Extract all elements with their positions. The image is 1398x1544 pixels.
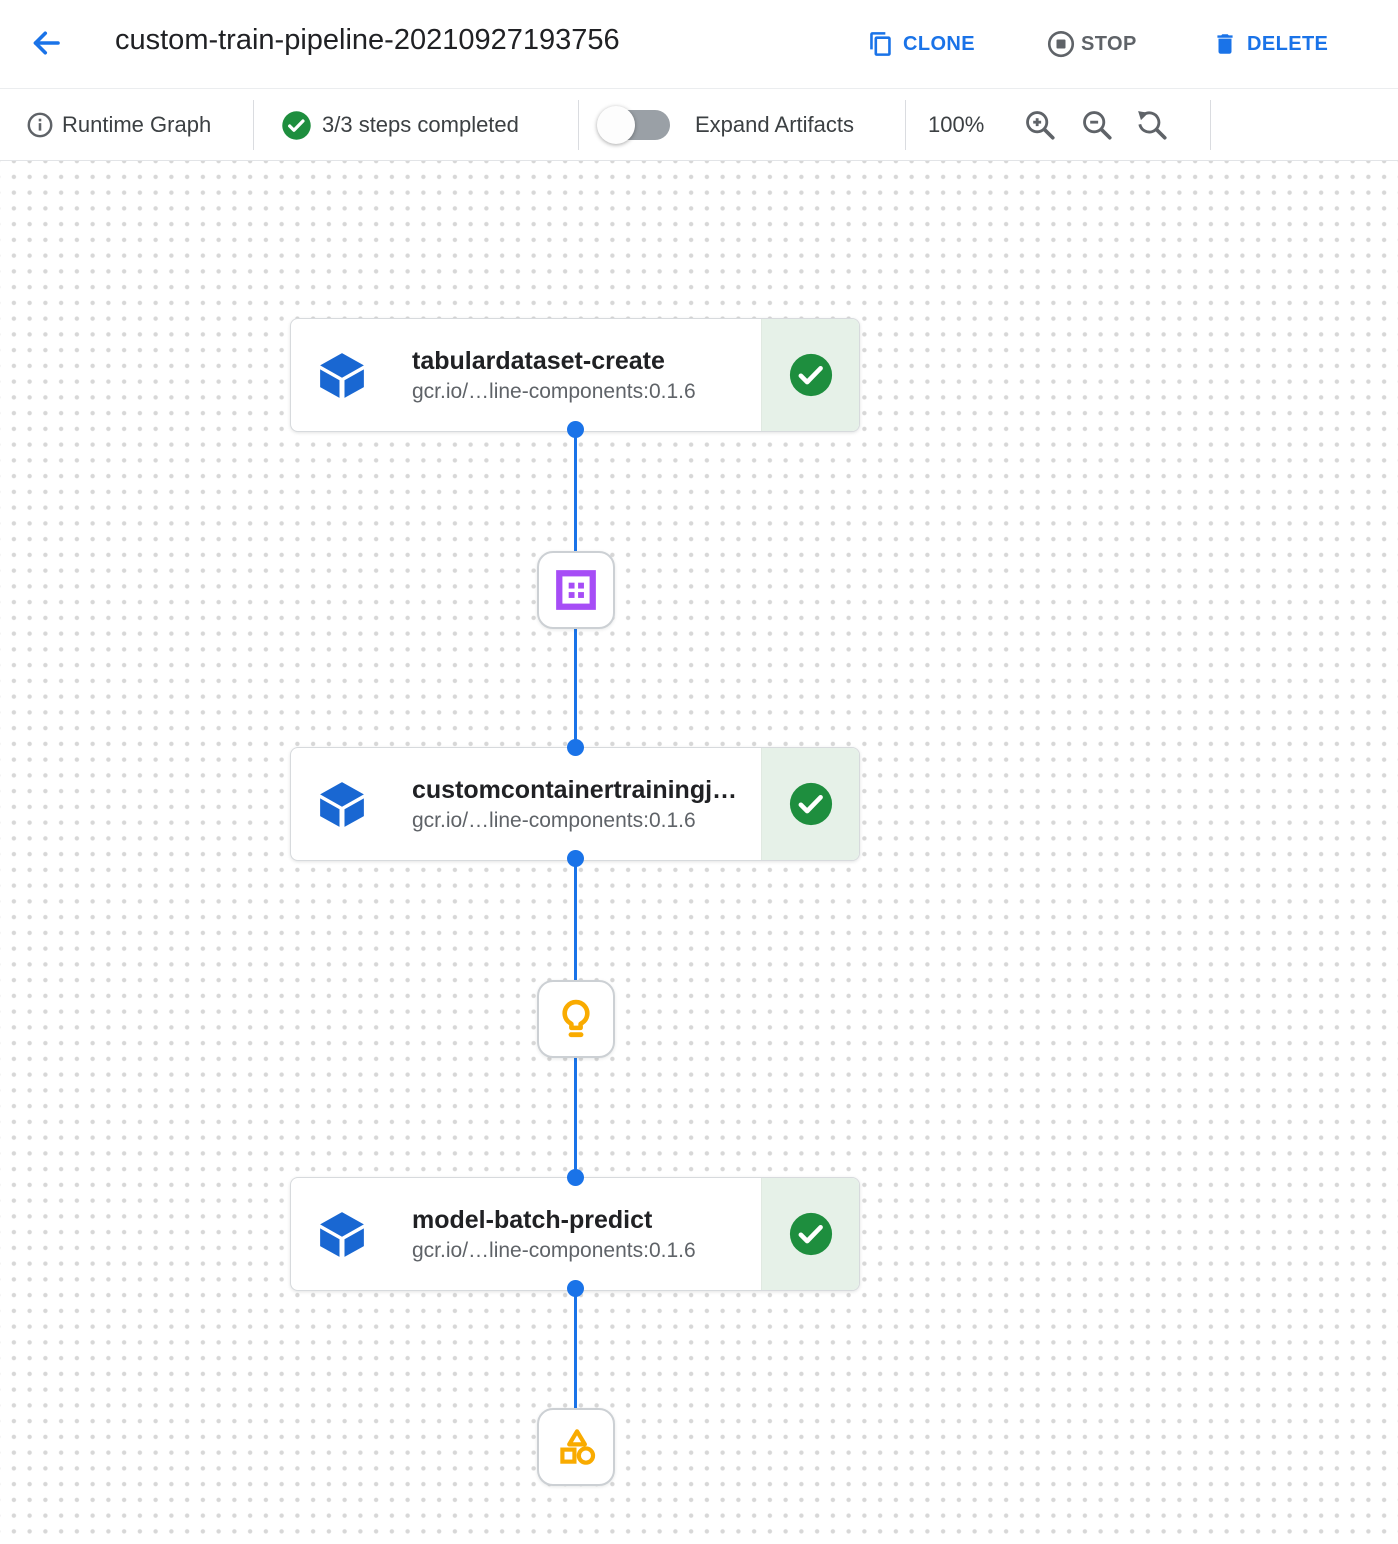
stop-label: STOP (1081, 33, 1137, 55)
node-title: customcontainertrainingj… (412, 775, 738, 804)
toolbar-divider (578, 100, 579, 150)
dataset-grid-icon (556, 570, 596, 610)
stop-circle-icon (1047, 30, 1075, 58)
toolbar-divider (253, 100, 254, 150)
toolbar-divider (905, 100, 906, 150)
node-title: model-batch-predict (412, 1205, 653, 1234)
check-circle-icon (282, 110, 311, 140)
pipeline-graph-canvas[interactable]: tabulardataset-create gcr.io/…line-compo… (0, 161, 1398, 1543)
port-node1-out (567, 421, 584, 438)
expand-artifacts-label: Expand Artifacts (695, 112, 854, 137)
status-badge (761, 748, 859, 860)
cube-icon (320, 353, 364, 398)
port-node2-out (567, 850, 584, 867)
pipeline-node-model-batch-predict[interactable]: model-batch-predict gcr.io/…line-compone… (290, 1177, 860, 1291)
port-node2-in (567, 739, 584, 756)
stop-button[interactable]: STOP (1046, 0, 1137, 88)
back-button[interactable] (24, 21, 68, 65)
zoom-level: 100% (928, 112, 985, 137)
node-subtitle: gcr.io/…line-components:0.1.6 (412, 1238, 696, 1262)
status-badge (761, 319, 859, 431)
pipeline-node-customcontainertrainingjob[interactable]: customcontainertrainingj… gcr.io/…line-c… (290, 747, 860, 861)
toolbar-divider (1210, 100, 1211, 150)
artifact-node-model[interactable] (537, 980, 615, 1058)
zoom-out-button[interactable] (1080, 108, 1114, 142)
artifact-node-dataset[interactable] (537, 551, 615, 629)
header: custom-train-pipeline-20210927193756 CLO… (0, 0, 1398, 89)
node-title: tabulardataset-create (412, 346, 665, 375)
info-icon (27, 112, 53, 138)
delete-label: DELETE (1247, 33, 1329, 55)
edge-node3-artifact3 (574, 1288, 577, 1410)
check-circle-icon (789, 782, 832, 826)
clone-label: CLONE (903, 33, 975, 55)
cube-icon (320, 782, 364, 827)
artifact-node-generic[interactable] (537, 1408, 615, 1486)
port-node3-out (567, 1280, 584, 1297)
pipeline-node-tabulardataset-create[interactable]: tabulardataset-create gcr.io/…line-compo… (290, 318, 860, 432)
page-title: custom-train-pipeline-20210927193756 (115, 24, 620, 56)
trash-icon (1217, 34, 1233, 54)
steps-status-icon-wrap (281, 89, 312, 161)
port-node3-in (567, 1169, 584, 1186)
node-subtitle: gcr.io/…line-components:0.1.6 (412, 379, 696, 403)
back-arrow-icon (33, 31, 60, 55)
delete-button[interactable]: DELETE (1212, 0, 1328, 88)
copy-icon (870, 32, 891, 56)
zoom-in-icon (1026, 111, 1055, 140)
cube-icon (320, 1212, 364, 1257)
expand-artifacts-toggle[interactable] (597, 102, 671, 148)
zoom-out-icon (1083, 111, 1112, 140)
runtime-graph-info-button[interactable] (26, 89, 54, 161)
check-circle-icon (789, 353, 832, 397)
graph-toolbar: Runtime Graph 3/3 steps completed Expand… (0, 89, 1398, 161)
node-subtitle: gcr.io/…line-components:0.1.6 (412, 808, 696, 832)
check-circle-icon (789, 1212, 832, 1256)
zoom-reset-button[interactable] (1135, 108, 1169, 142)
clone-button[interactable]: CLONE (868, 0, 975, 88)
zoom-in-button[interactable] (1023, 108, 1057, 142)
toggle-knob (597, 106, 635, 144)
steps-status: 3/3 steps completed (322, 112, 519, 137)
shapes-icon (560, 1429, 596, 1465)
zoom-reset-icon (1138, 111, 1167, 140)
view-label: Runtime Graph (62, 112, 212, 137)
lightbulb-icon (562, 999, 590, 1038)
status-badge (761, 1178, 859, 1290)
